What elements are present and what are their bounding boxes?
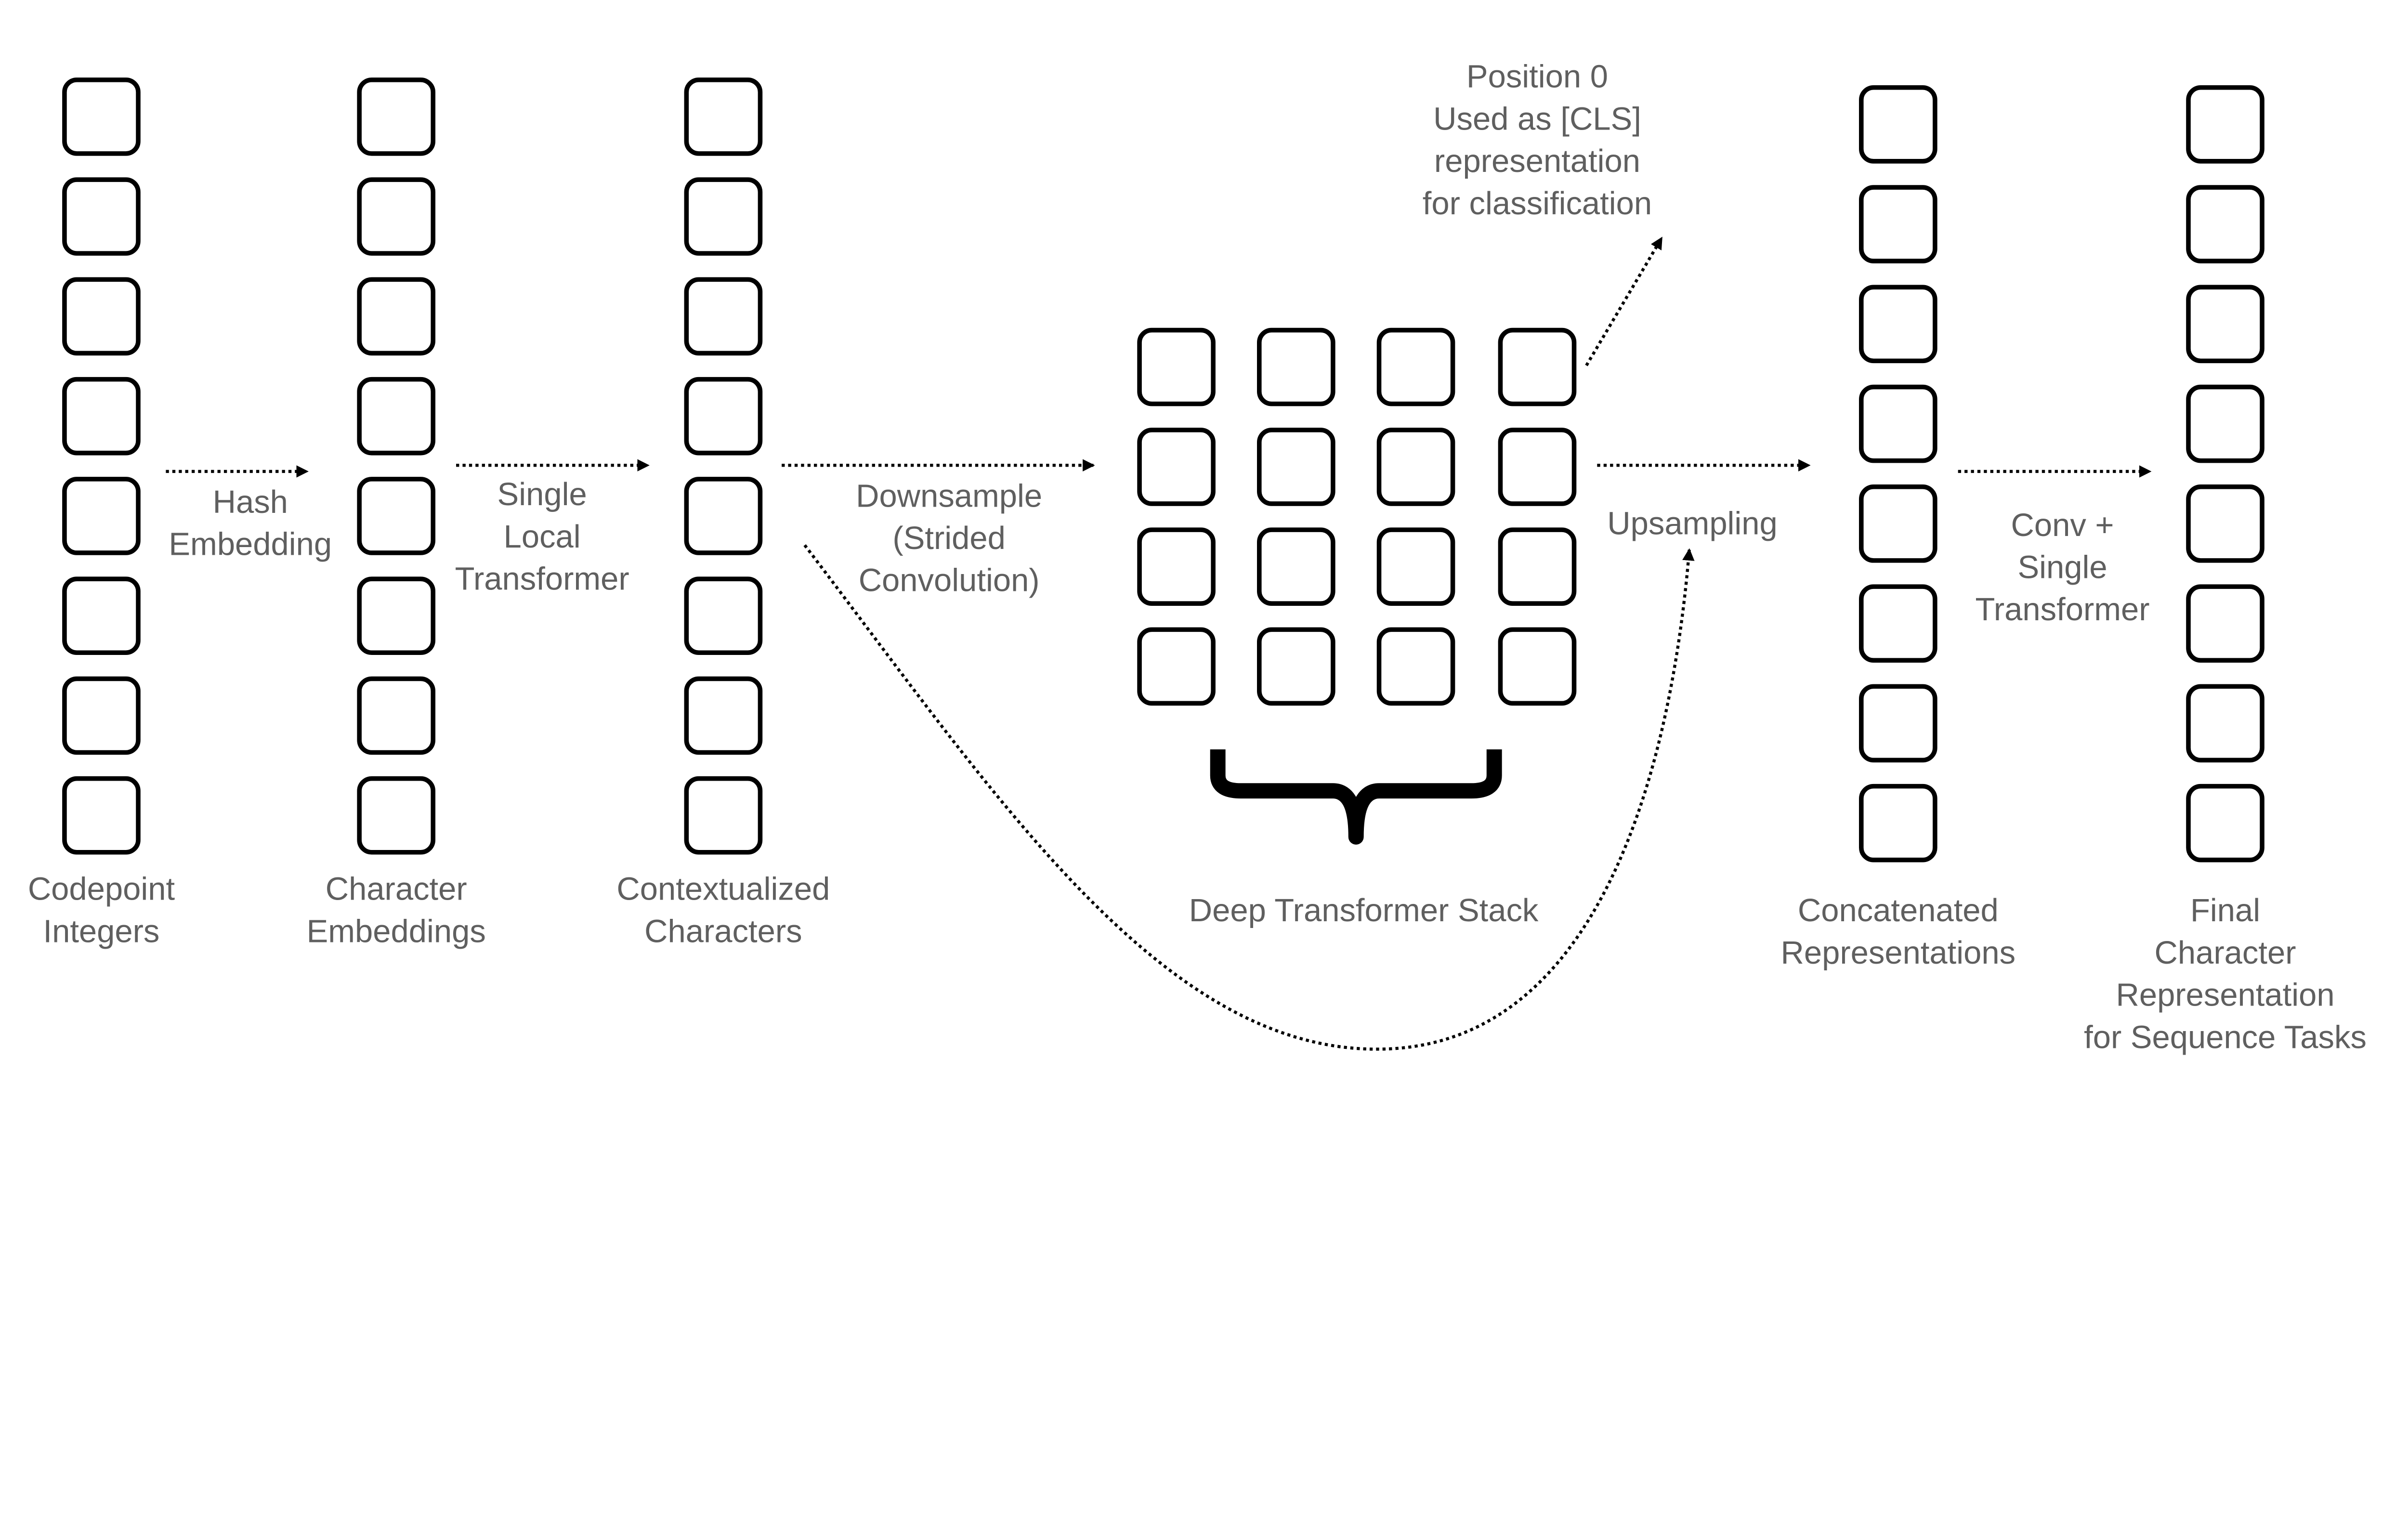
final-cell (2186, 285, 2264, 364)
upsampling-label: Upsampling (1607, 506, 1778, 542)
deep-transformer-stack-label: Deep Transformer Stack (1189, 892, 1539, 928)
transformer-stack-cell (1376, 428, 1455, 506)
transformer-stack-cell (1376, 527, 1455, 606)
codepoint-cell (62, 477, 141, 555)
concatenated-cell (1859, 185, 1937, 263)
final-cell (2186, 384, 2264, 463)
concatenated-cell (1859, 784, 1937, 863)
transformer-stack-cell (1498, 527, 1577, 606)
final-cell (2186, 784, 2264, 863)
contextualized-cell (684, 576, 763, 655)
concatenated-cell (1859, 584, 1937, 663)
contextualized-cell (684, 177, 763, 256)
concatenated-cell (1859, 85, 1937, 164)
char-emb-cell (357, 477, 436, 555)
residual-skip-curve (803, 544, 1695, 1051)
transformer-stack-cell (1257, 527, 1335, 606)
final-cell (2186, 185, 2264, 263)
contextualized-cell (684, 377, 763, 456)
transformer-stack-cell (1137, 327, 1216, 406)
transformer-stack-cell (1498, 327, 1577, 406)
char-emb-cell (357, 576, 436, 655)
contextualized-cell (684, 477, 763, 555)
transformer-stack-cell (1498, 428, 1577, 506)
char-emb-cell (357, 676, 436, 755)
final-cell (2186, 484, 2264, 563)
contextualized-cell (684, 78, 763, 156)
codepoint-cell (62, 776, 141, 855)
final-cell (2186, 684, 2264, 763)
codepoint-cell (62, 177, 141, 256)
transformer-stack-cell (1376, 627, 1455, 706)
contextualized-cell (684, 676, 763, 755)
concatenated-cell (1859, 484, 1937, 563)
transformer-stack-cell (1257, 627, 1335, 706)
codepoint-cell (62, 78, 141, 156)
contextualized-cell (684, 277, 763, 356)
final-cell (2186, 85, 2264, 164)
codepoint-cell (62, 576, 141, 655)
transformer-stack-cell (1137, 627, 1216, 706)
codepoint-cell (62, 277, 141, 356)
contextualized-cell (684, 776, 763, 855)
transformer-stack-cell (1257, 428, 1335, 506)
char-emb-cell (357, 277, 436, 356)
codepoint-cell (62, 676, 141, 755)
codepoint-cell (62, 377, 141, 456)
char-emb-cell (357, 177, 436, 256)
concatenated-cell (1859, 285, 1937, 364)
arrow-cls (1585, 236, 1663, 366)
transformer-stack-cell (1257, 327, 1335, 406)
concatenated-cell (1859, 384, 1937, 463)
final-cell (2186, 584, 2264, 663)
brace-icon (1210, 749, 1502, 845)
transformer-stack-cell (1137, 527, 1216, 606)
char-emb-cell (357, 78, 436, 156)
concatenated-cell (1859, 684, 1937, 763)
cell-boxes (62, 78, 2264, 863)
transformer-stack-cell (1376, 327, 1455, 406)
transformer-stack-cell (1137, 428, 1216, 506)
char-emb-cell (357, 776, 436, 855)
char-emb-cell (357, 377, 436, 456)
transformer-stack-cell (1498, 627, 1577, 706)
